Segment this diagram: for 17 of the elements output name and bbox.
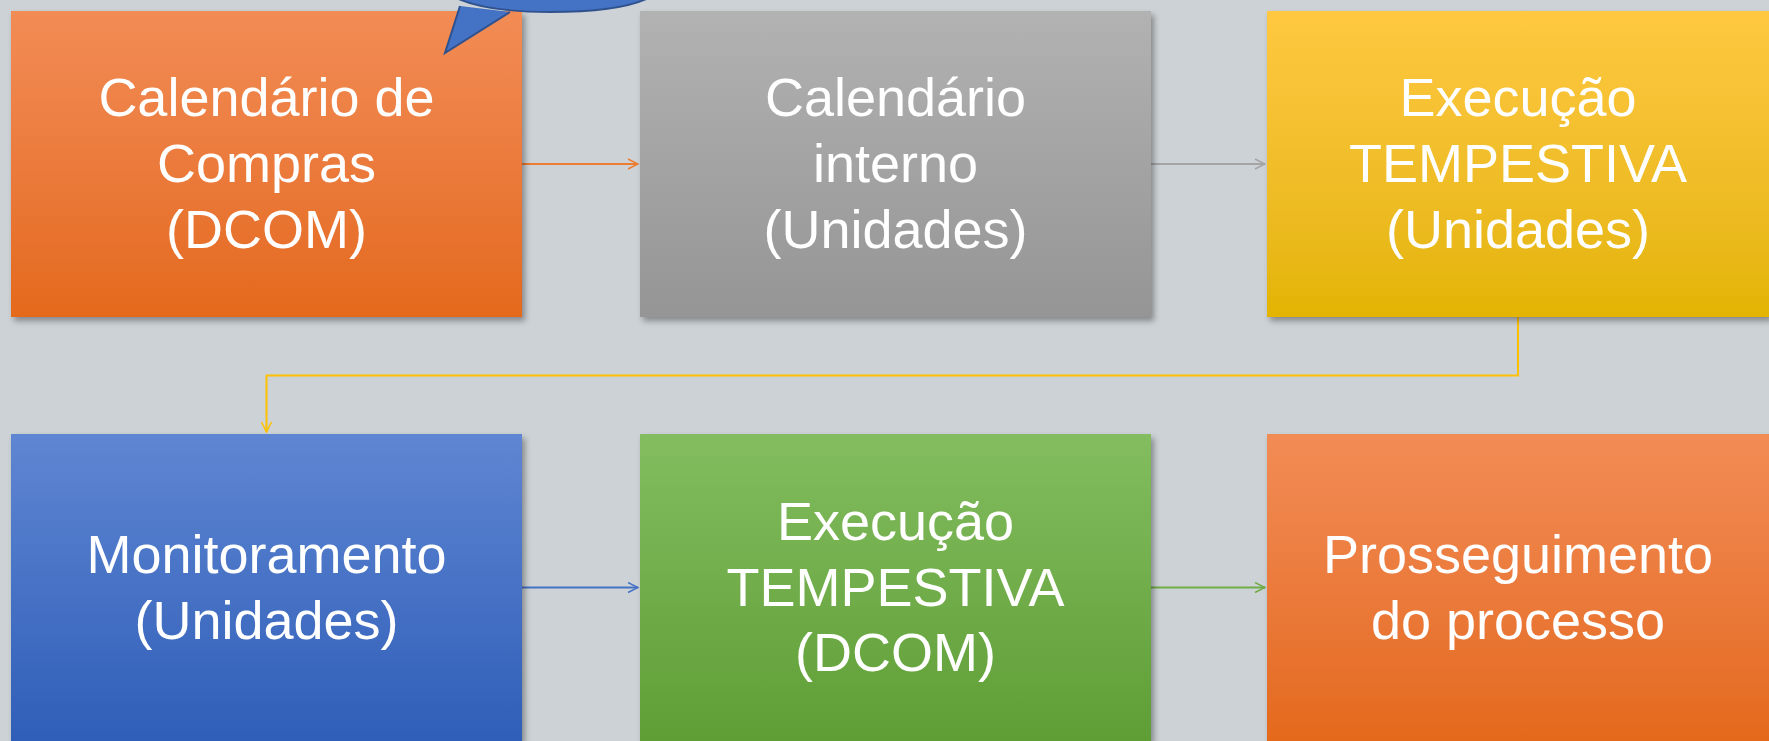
- connector-arrow: [1150, 581, 1266, 594]
- process-box: [640, 434, 1151, 741]
- process-box: [11, 434, 522, 741]
- connector-arrow: [521, 581, 639, 594]
- connector-arrow: [521, 158, 639, 170]
- process-box: [1267, 11, 1769, 317]
- process-box: [11, 11, 522, 317]
- box-label: Execução TEMPESTIVA (Unidades): [1347, 66, 1689, 261]
- box-label: Prosseguimento do processo: [1321, 522, 1715, 652]
- box-label: Calendário interno (Unidades): [762, 66, 1029, 261]
- box-label: Execução TEMPESTIVA (DCOM): [725, 489, 1066, 685]
- process-box: [1267, 434, 1769, 741]
- box-label: Calendário de Compras (DCOM): [97, 66, 436, 261]
- connector-arrow: [260, 316, 1519, 433]
- connector-arrow: [1150, 158, 1266, 170]
- box-label: Monitoramento (Unidades): [85, 522, 448, 652]
- process-box: [640, 11, 1151, 317]
